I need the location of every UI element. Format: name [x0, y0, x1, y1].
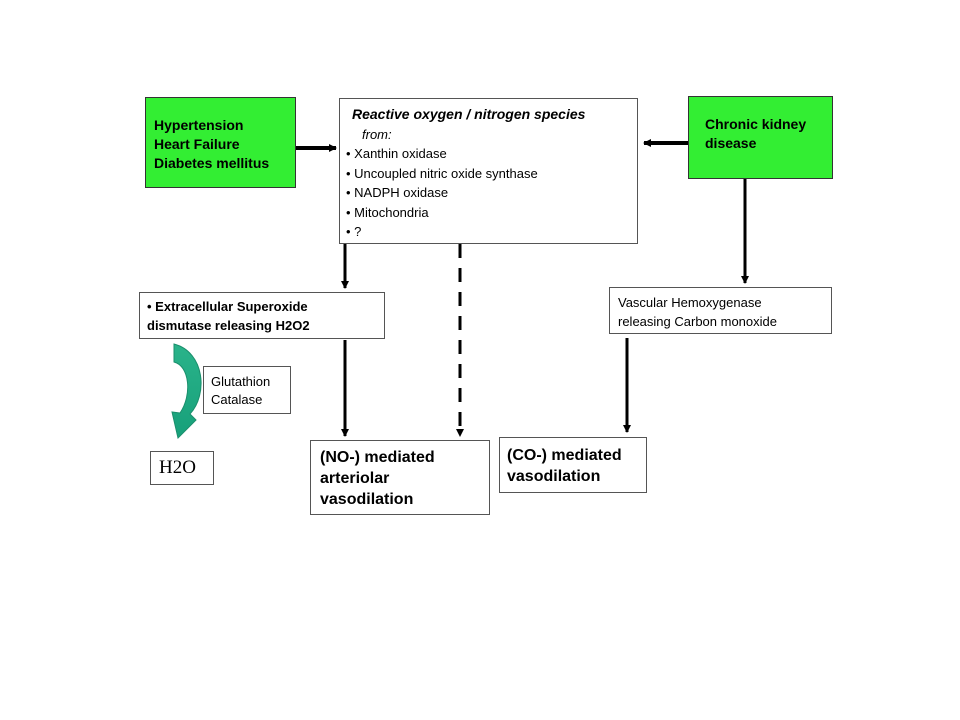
- no-line-2: arteriolar: [320, 470, 390, 487]
- ros-source-nos: • Uncoupled nitric oxide synthase: [346, 165, 538, 181]
- h2o-label: H2O: [159, 457, 196, 478]
- co-line-1: (CO-) mediated: [507, 447, 622, 464]
- ckd-line-1: Chronic kidney: [705, 116, 807, 132]
- enzymes-box: Glutathion Catalase: [203, 366, 291, 414]
- no-line-1: (NO-) mediated: [320, 449, 435, 466]
- curved-arrow-h2o2-to-h2o: [171, 343, 202, 439]
- sod-line-2: dismutase releasing H2O2: [147, 318, 310, 333]
- conditions-box: Hypertension Heart Failure Diabetes mell…: [145, 97, 296, 188]
- h2o-box: H2O: [150, 451, 214, 485]
- condition-heart-failure: Heart Failure: [154, 136, 240, 152]
- condition-hypertension: Hypertension: [154, 117, 244, 133]
- sod-line-1: • Extracellular Superoxide: [147, 299, 308, 314]
- enzyme-catalase: Catalase: [211, 392, 263, 407]
- ros-source-xanthin: • Xanthin oxidase: [346, 146, 447, 161]
- ho-line-1: Vascular Hemoxygenase: [618, 295, 762, 310]
- ros-from-label: from:: [362, 126, 392, 142]
- ckd-line-2: disease: [705, 135, 757, 151]
- enzyme-glutathion: Glutathion: [211, 374, 271, 389]
- no-line-3: vasodilation: [320, 491, 414, 508]
- no-vasodilation-box: (NO-) mediated arteriolar vasodilation: [310, 440, 490, 515]
- ros-source-mitochondria: • Mitochondria: [346, 204, 429, 220]
- condition-diabetes: Diabetes mellitus: [154, 155, 270, 171]
- hemoxygenase-box: Vascular Hemoxygenase releasing Carbon m…: [609, 287, 832, 334]
- ckd-box: Chronic kidney disease: [688, 96, 833, 179]
- ros-source-nadph: • NADPH oxidase: [346, 185, 449, 200]
- ros-box: Reactive oxygen / nitrogen species from:…: [339, 98, 638, 244]
- ros-source-unknown: • ?: [346, 224, 362, 239]
- ho-line-2: releasing Carbon monoxide: [618, 314, 777, 329]
- co-line-2: vasodilation: [507, 468, 601, 485]
- sod-box: • Extracellular Superoxide dismutase rel…: [139, 292, 385, 339]
- ros-title: Reactive oxygen / nitrogen species: [352, 106, 586, 122]
- co-vasodilation-box: (CO-) mediated vasodilation: [499, 437, 647, 493]
